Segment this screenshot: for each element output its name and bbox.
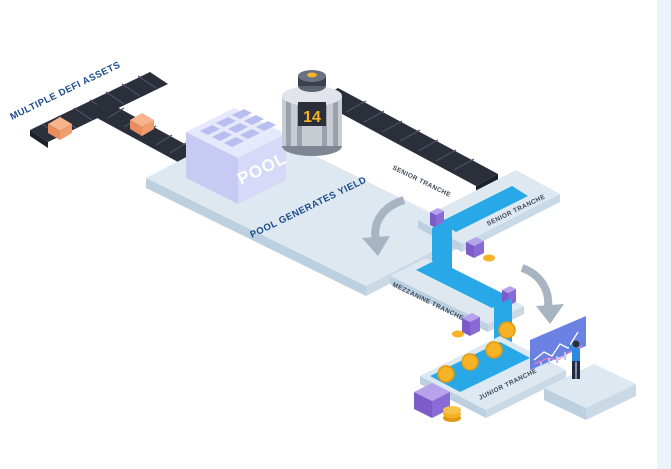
curved-arrow-icon [362,196,406,256]
machine-number: 14 [303,109,321,126]
cog-machine-icon [282,70,342,156]
purple-box [414,383,450,418]
right-edge-strip [657,0,671,469]
coin-icon [452,330,464,338]
viewer-platform [544,364,636,420]
coin-icon [437,321,516,383]
purple-box [430,208,444,228]
yield-conveyor [316,88,498,192]
senior-tranche-label-1: SENIOR TRANCHE [391,165,452,200]
purple-box [462,313,480,336]
person-icon [567,340,580,379]
pool-box [186,108,286,204]
purple-box [466,237,484,258]
asset-conveyor [30,72,196,168]
asset-box [130,113,154,136]
asset-box [48,117,72,140]
coin-icon [483,254,495,262]
coin-icon [443,406,461,422]
curved-arrow-icon [520,264,564,324]
